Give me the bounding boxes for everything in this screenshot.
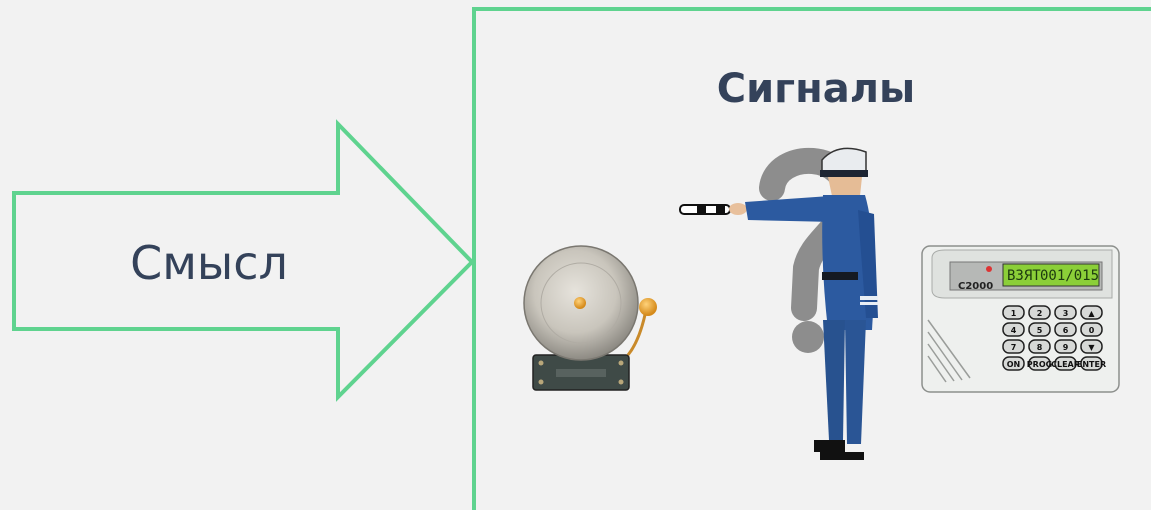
- keypad-key-label: 9: [1063, 343, 1069, 352]
- keypad-key-label: ENTER: [1077, 360, 1106, 369]
- keypad-key: 6: [1055, 323, 1076, 336]
- keypad-key-label: 7: [1011, 343, 1017, 352]
- keypad-key: 1: [1003, 306, 1024, 319]
- keypad-key: ▲: [1081, 306, 1102, 319]
- keypad-key: 9: [1055, 340, 1076, 353]
- keypad-brand: C2000: [958, 281, 993, 292]
- keypad-key-label: ▲: [1088, 309, 1095, 318]
- keypad-key-label: ▼: [1088, 343, 1095, 352]
- keypad-key: ON: [1003, 357, 1024, 370]
- keypad-key-label: ON: [1007, 360, 1021, 369]
- keypad-key: ▼: [1081, 340, 1102, 353]
- alarm-bell-icon: [524, 246, 657, 390]
- panel-title: Сигналы: [717, 66, 915, 112]
- keypad-key: 5: [1029, 323, 1050, 336]
- keypad-key-label: 6: [1063, 326, 1069, 335]
- keypad-key-label: CLEAR: [1051, 360, 1080, 369]
- keypad-key: 7: [1003, 340, 1024, 353]
- arrow-label: Смысл: [130, 236, 288, 290]
- keypad-key-label: 3: [1063, 309, 1069, 318]
- meaning-arrow: Смысл: [14, 124, 472, 397]
- keypad-key: 8: [1029, 340, 1050, 353]
- keypad-display-left: ВЗЯТ: [1007, 268, 1041, 284]
- keypad-key-label: 5: [1037, 326, 1043, 335]
- keypad-key-label: 4: [1011, 326, 1017, 335]
- security-keypad-icon: C2000 ВЗЯТ 001/015 1 2 3 ▲ 4 5 6 0 7 8 9 ▼ ON PROGCLE…: [922, 246, 1119, 392]
- keypad-key: 0: [1081, 323, 1102, 336]
- keypad-key-label: 2: [1037, 309, 1043, 318]
- keypad-key: 4: [1003, 323, 1024, 336]
- keypad-key: PROG: [1027, 357, 1052, 370]
- keypad-key-label: 1: [1011, 309, 1017, 318]
- keypad-key: 2: [1029, 306, 1050, 319]
- keypad-key-label: 8: [1037, 343, 1043, 352]
- keypad-key: 3: [1055, 306, 1076, 319]
- keypad-key-label: PROG: [1027, 360, 1052, 369]
- keypad-key-label: 0: [1089, 326, 1095, 335]
- keypad-display-right: 001/015: [1040, 268, 1099, 284]
